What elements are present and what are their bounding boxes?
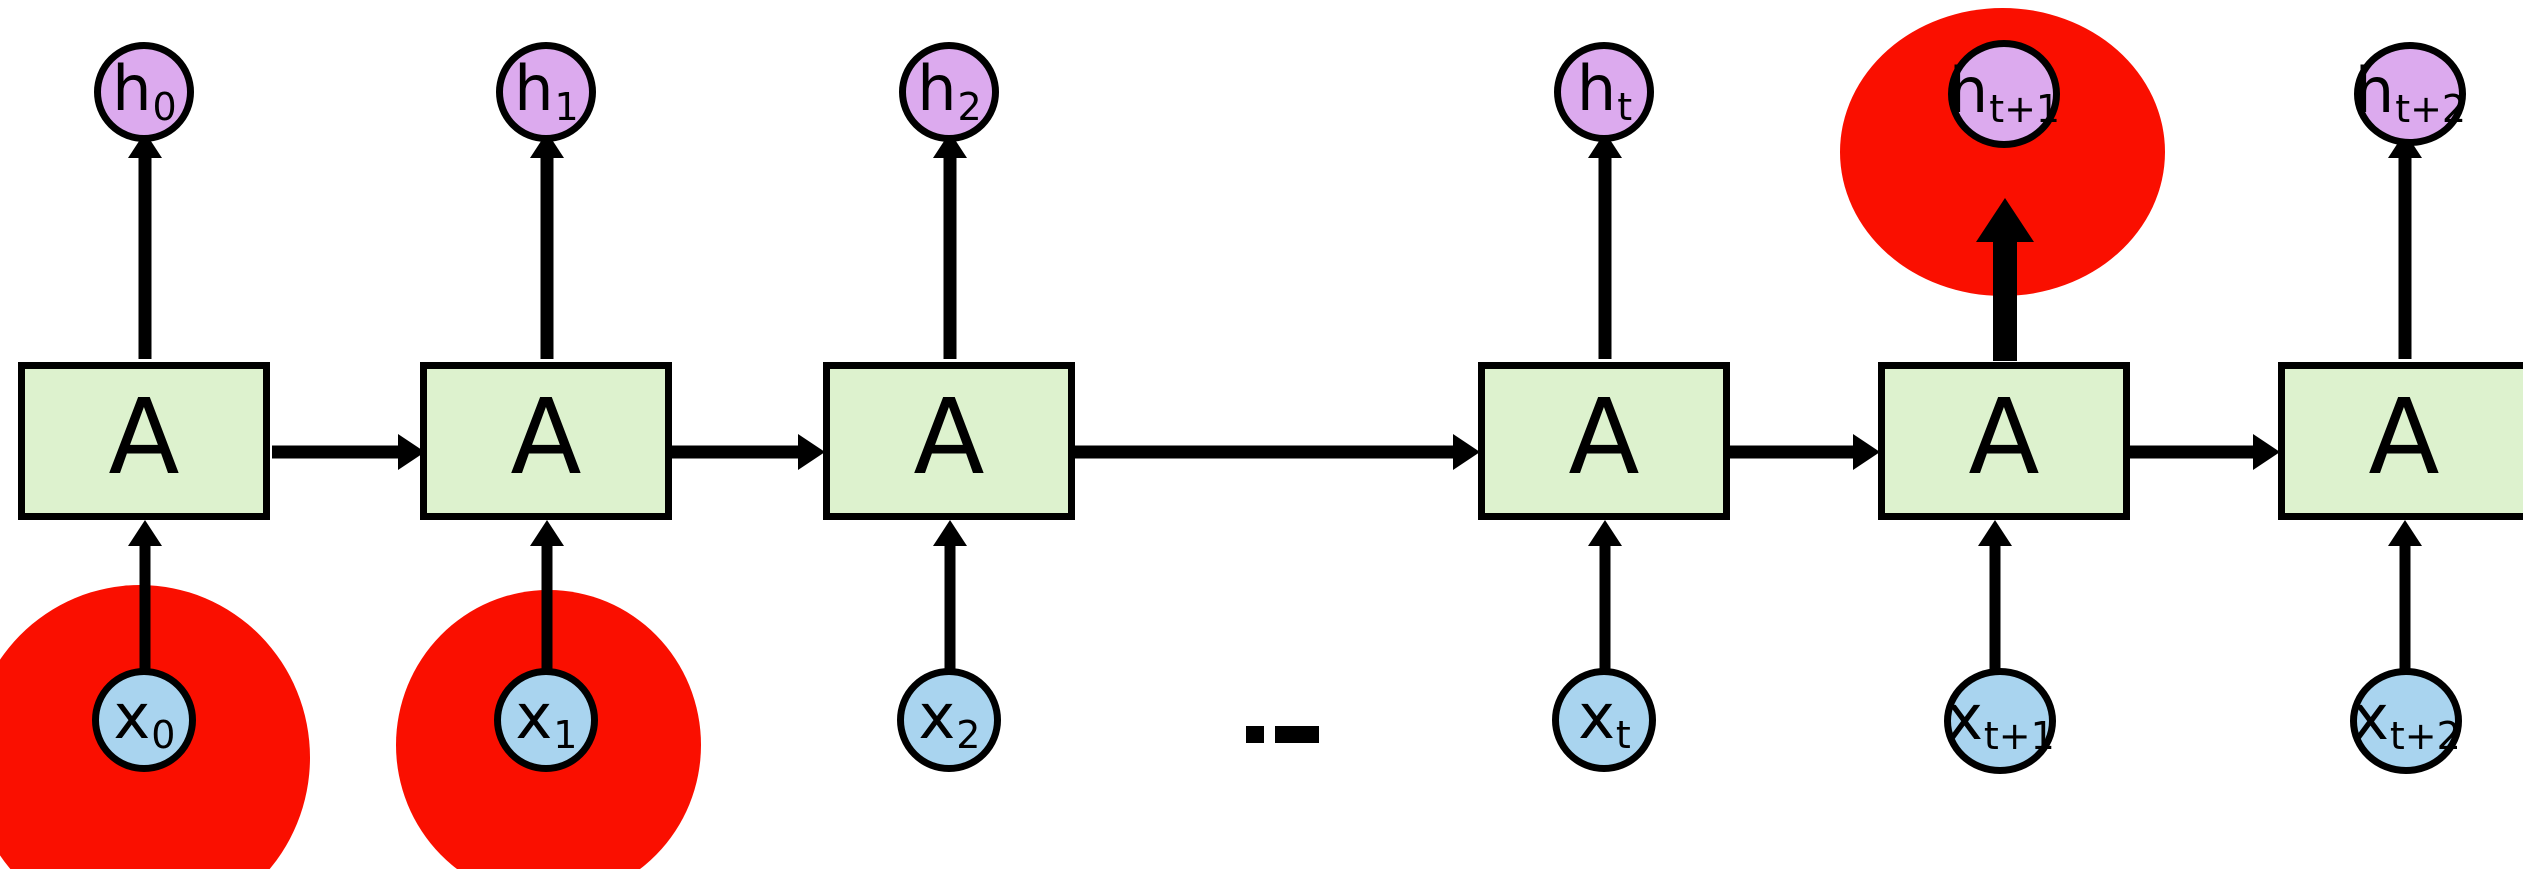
recurrent-arrow-t-to-t1 [1728,432,1880,472]
hidden-state-label: h0 [112,52,177,129]
ellipsis-indicator [1246,726,1319,743]
recurrent-arrow-2-to-t [1075,432,1480,472]
rnn-cell-label: A [1968,376,2040,498]
ellipsis-dot [1246,726,1264,743]
hidden-state-label: h2 [917,52,982,129]
output-arrow-t [1585,132,1625,359]
input-node-xt2[interactable]: xt+2 [2350,668,2462,774]
input-node-label: xt+1 [1946,681,2055,758]
hidden-state-label: ht [1576,52,1633,129]
rnn-cell-1[interactable]: A [420,362,672,520]
input-node-label: xt [1578,680,1631,757]
hidden-state-node-h1[interactable]: h1 [496,42,596,142]
rnn-cell-label: A [913,376,985,498]
hidden-state-node-ht[interactable]: ht [1554,42,1654,142]
recurrent-arrow-t1-to-t2 [2127,432,2280,472]
hidden-state-node-ht1[interactable]: ht+1 [1948,40,2060,148]
rnn-cell-label: A [108,376,180,498]
hidden-state-node-ht2[interactable]: ht+2 [2354,42,2466,146]
ellipsis-dot [1275,726,1319,743]
input-node-label: x0 [113,680,176,757]
input-node-label: xt+2 [2352,681,2461,758]
input-node-x1[interactable]: x1 [494,668,598,772]
output-arrow-2 [930,132,970,359]
input-arrow-t2 [2385,520,2425,670]
input-arrow-t [1585,520,1625,670]
recurrent-arrow-0-to-1 [272,432,425,472]
output-arrow-0 [125,132,165,359]
rnn-cell-t2[interactable]: A [2278,362,2523,520]
rnn-cell-label: A [2368,376,2440,498]
input-node-label: x2 [918,680,981,757]
hidden-state-label: ht+2 [2354,54,2467,131]
output-arrow-t1-highlighted [1975,198,2035,361]
rnn-cell-label: A [1568,376,1640,498]
rnn-cell-label: A [510,376,582,498]
input-node-x0[interactable]: x0 [92,668,196,772]
rnn-cell-t[interactable]: A [1478,362,1730,520]
input-arrow-1 [527,520,567,670]
rnn-cell-0[interactable]: A [18,362,270,520]
input-arrow-0 [125,520,165,670]
input-node-x2[interactable]: x2 [897,668,1001,772]
rnn-cell-t1[interactable]: A [1878,362,2130,520]
recurrent-arrow-1-to-2 [670,432,825,472]
input-arrow-t1 [1975,520,2015,670]
hidden-state-label: ht+1 [1948,54,2061,131]
input-node-label: x1 [515,680,578,757]
output-arrow-1 [527,132,567,359]
hidden-state-node-h0[interactable]: h0 [94,42,194,142]
input-arrow-2 [930,520,970,670]
output-arrow-t2 [2385,132,2425,359]
input-node-xt1[interactable]: xt+1 [1944,668,2056,774]
hidden-state-label: h1 [514,52,579,129]
hidden-state-node-h2[interactable]: h2 [899,42,999,142]
input-node-xt[interactable]: xt [1552,668,1656,772]
rnn-cell-2[interactable]: A [823,362,1075,520]
